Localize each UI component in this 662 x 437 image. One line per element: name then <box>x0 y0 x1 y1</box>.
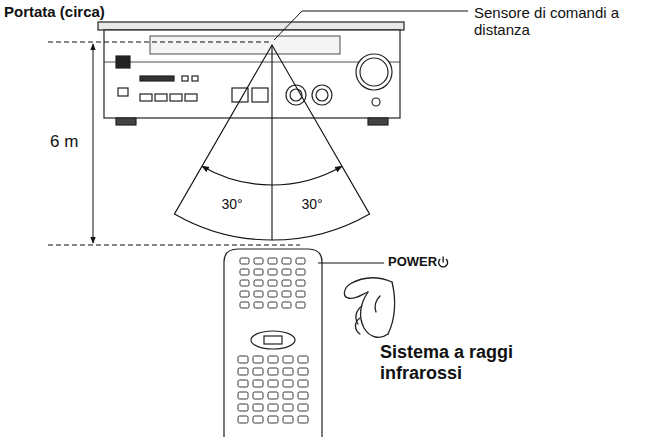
remote-button <box>283 368 293 375</box>
power-symbol <box>439 256 448 267</box>
remote-button <box>238 368 248 375</box>
remote-button <box>254 302 263 308</box>
remote-button <box>283 404 293 411</box>
remote-button <box>268 416 278 423</box>
dimension <box>48 42 300 245</box>
remote-button <box>254 280 263 286</box>
remote-button <box>282 291 291 297</box>
remote-button <box>268 280 277 286</box>
remote-button <box>296 280 305 286</box>
remote-button <box>268 392 278 399</box>
remote-button <box>282 269 291 275</box>
remote-button <box>238 404 248 411</box>
part-label: Sensore di comandi a distanza <box>474 4 644 39</box>
remote-button <box>254 269 263 275</box>
remote-button <box>240 280 249 286</box>
diagram-title: Portata (circa) <box>4 3 105 20</box>
remote-button <box>282 302 291 308</box>
receiver <box>98 22 404 125</box>
angle-label: 30° <box>219 196 244 212</box>
remote-button <box>282 280 291 286</box>
remote-button <box>253 356 263 363</box>
remote-button <box>253 380 263 387</box>
remote-button <box>283 380 293 387</box>
remote-button <box>268 258 277 264</box>
remote-button <box>268 269 277 275</box>
power-symbol <box>442 256 443 262</box>
remote-button <box>238 416 248 423</box>
remote-button <box>283 392 293 399</box>
system-label: Sistema a raggi infrarossi <box>380 342 530 383</box>
angle-label: 30° <box>299 196 324 212</box>
remote-button <box>240 269 249 275</box>
remote-button <box>238 356 248 363</box>
remote-button <box>298 356 308 363</box>
button-label: POWER <box>388 255 437 270</box>
remote-button <box>283 356 293 363</box>
remote-button <box>268 404 278 411</box>
range-sector <box>175 45 370 240</box>
remote-button <box>268 302 277 308</box>
dimension-label: 6 m <box>50 132 78 152</box>
remote-button <box>296 269 305 275</box>
leader-line <box>274 11 468 40</box>
remote-button <box>268 380 278 387</box>
remote-button <box>240 258 249 264</box>
remote-button <box>254 291 263 297</box>
remote-button <box>253 416 263 423</box>
remote-button <box>296 258 305 264</box>
remote-button <box>268 291 277 297</box>
remote-button <box>282 258 291 264</box>
remote-button <box>254 258 263 264</box>
remote-button <box>298 392 308 399</box>
remote-button <box>253 404 263 411</box>
remote-control <box>224 249 322 437</box>
remote-button <box>238 392 248 399</box>
remote-button <box>298 380 308 387</box>
remote-button <box>298 368 308 375</box>
remote-button <box>238 380 248 387</box>
remote-button <box>253 368 263 375</box>
remote-button <box>298 416 308 423</box>
remote-button <box>240 291 249 297</box>
remote-button <box>240 302 249 308</box>
remote-button <box>296 291 305 297</box>
remote-button <box>283 416 293 423</box>
remote-button <box>268 356 278 363</box>
leader-line <box>318 263 384 264</box>
remote-button <box>298 404 308 411</box>
remote-button <box>296 302 305 308</box>
remote-button <box>268 368 278 375</box>
hand <box>344 278 394 338</box>
remote-button <box>253 392 263 399</box>
